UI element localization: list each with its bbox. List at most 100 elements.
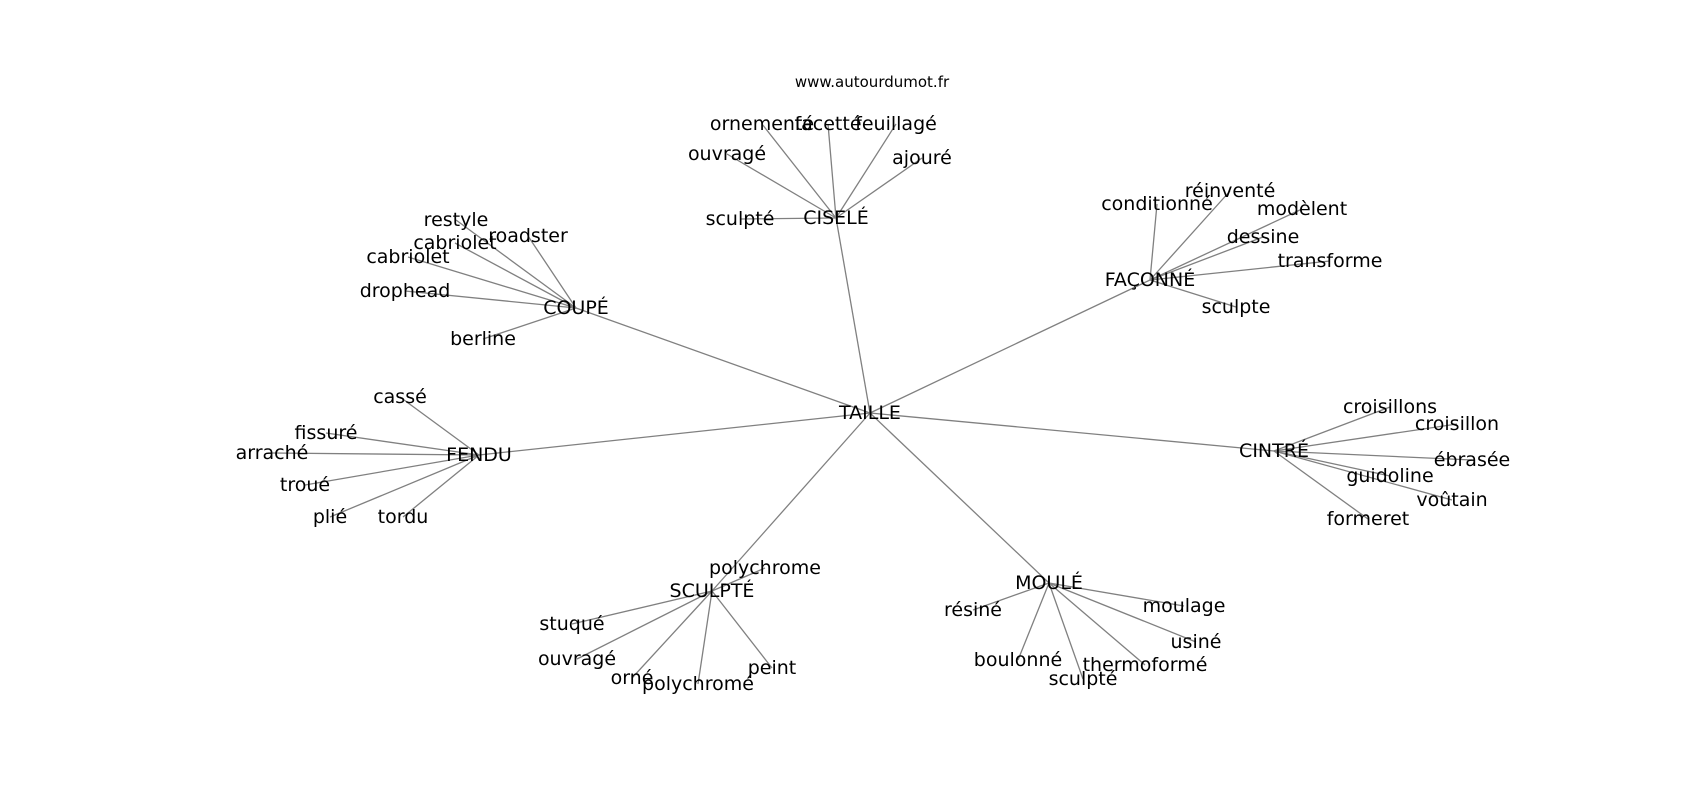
leaf-node[interactable]: croisillons xyxy=(1343,396,1437,418)
edge-cluster-to-leaf xyxy=(1273,450,1369,520)
leaf-node[interactable]: peint xyxy=(748,657,797,679)
edge-cluster-to-leaf xyxy=(1149,260,1331,281)
edge-cluster-to-leaf xyxy=(1048,582,1197,643)
edge-cluster-to-leaf xyxy=(399,396,480,456)
leaf-node[interactable]: plié xyxy=(313,506,347,528)
edge-cluster-to-leaf xyxy=(271,452,480,456)
cluster-node[interactable]: MOULÉ xyxy=(1015,571,1083,594)
edge-cluster-to-leaf xyxy=(1017,582,1050,661)
edge-cluster-to-leaf xyxy=(739,217,837,220)
leaf-node[interactable]: conditionné xyxy=(1101,193,1213,215)
edge-cluster-to-leaf xyxy=(404,290,577,309)
edge-cluster-to-leaf xyxy=(835,123,897,219)
edge-center-to-cluster xyxy=(869,279,1151,414)
leaf-node[interactable]: boulonné xyxy=(974,649,1062,671)
edge-center-to-cluster xyxy=(869,412,1050,584)
edge-center-to-cluster xyxy=(478,412,871,456)
edge-cluster-to-leaf xyxy=(1149,236,1264,281)
leaf-node[interactable]: sculpte xyxy=(1202,296,1271,318)
edge-cluster-to-leaf xyxy=(711,590,773,669)
leaf-node[interactable]: formeret xyxy=(1327,508,1410,530)
edge-cluster-to-leaf xyxy=(1149,208,1303,281)
leaf-node[interactable]: cabriolet xyxy=(413,232,496,254)
leaf-node[interactable]: résiné xyxy=(944,599,1002,621)
leaf-node[interactable]: moulage xyxy=(1143,595,1226,617)
leaf-node[interactable]: roadster xyxy=(488,225,568,247)
leaf-node[interactable]: tordu xyxy=(378,506,429,528)
leaf-node[interactable]: orné xyxy=(611,667,654,689)
edge-cluster-to-leaf xyxy=(631,590,713,679)
edge-cluster-to-leaf xyxy=(1273,450,1391,477)
graph-edges xyxy=(271,123,1473,685)
edge-cluster-to-leaf xyxy=(325,432,480,456)
cluster-node[interactable]: FAÇONNÉ xyxy=(1105,268,1196,291)
leaf-node[interactable]: thermoformé xyxy=(1083,654,1208,676)
leaf-node[interactable]: guidoline xyxy=(1346,465,1433,487)
leaf-node[interactable]: berline xyxy=(450,328,516,350)
leaf-node[interactable]: feuillagé xyxy=(855,113,937,135)
leaf-node[interactable]: restyle xyxy=(424,209,489,231)
site-watermark: www.autourdumot.fr xyxy=(795,73,950,91)
edge-cluster-to-leaf xyxy=(1048,582,1185,607)
leaf-node[interactable]: facetté xyxy=(794,113,861,135)
leaf-node[interactable]: croisillon xyxy=(1415,413,1499,435)
leaf-node[interactable]: ébrasée xyxy=(1434,449,1510,471)
edge-cluster-to-leaf xyxy=(576,590,713,660)
leaf-node[interactable]: cabriolet xyxy=(366,246,449,268)
leaf-node[interactable]: sculpté xyxy=(706,208,775,230)
leaf-node[interactable]: fissuré xyxy=(295,422,358,444)
edge-cluster-to-leaf xyxy=(827,123,837,219)
edge-cluster-to-leaf xyxy=(571,590,713,625)
leaf-node[interactable]: transforme xyxy=(1278,250,1383,272)
edge-cluster-to-leaf xyxy=(1273,450,1473,461)
edge-cluster-to-leaf xyxy=(726,153,837,219)
cluster-node[interactable]: CISELÉ xyxy=(803,206,869,229)
edge-cluster-to-leaf xyxy=(1273,423,1458,452)
leaf-node[interactable]: réinventé xyxy=(1185,180,1276,202)
edge-cluster-to-leaf xyxy=(972,582,1050,611)
edge-center-to-cluster xyxy=(575,307,871,414)
leaf-node[interactable]: sculpté xyxy=(1049,668,1118,690)
edge-cluster-to-leaf xyxy=(835,157,923,219)
edge-cluster-to-leaf xyxy=(304,454,480,486)
leaf-node[interactable]: ouvragé xyxy=(688,143,766,165)
leaf-node[interactable]: arraché xyxy=(236,442,309,464)
leaf-node[interactable]: usiné xyxy=(1171,631,1222,653)
edge-cluster-to-leaf xyxy=(1048,582,1084,680)
edge-cluster-to-leaf xyxy=(454,242,577,309)
edge-center-to-cluster xyxy=(869,412,1275,452)
center-node[interactable]: TAILLE xyxy=(838,402,901,424)
edge-cluster-to-leaf xyxy=(527,235,577,309)
edge-cluster-to-leaf xyxy=(697,590,713,685)
edge-cluster-to-leaf xyxy=(1149,203,1158,281)
leaf-node[interactable]: stuqué xyxy=(539,613,604,635)
leaf-node[interactable]: troué xyxy=(280,474,330,496)
edge-cluster-to-leaf xyxy=(711,567,766,592)
edge-cluster-to-leaf xyxy=(329,454,480,518)
leaf-node[interactable]: polychromé xyxy=(642,673,754,695)
edge-cluster-to-leaf xyxy=(402,454,480,518)
cluster-node[interactable]: COUPÉ xyxy=(543,296,609,319)
leaf-node[interactable]: drophead xyxy=(360,280,451,302)
leaf-node[interactable]: ouvragé xyxy=(538,648,616,670)
edge-cluster-to-leaf xyxy=(1273,450,1453,501)
cluster-node[interactable]: SCULPTÉ xyxy=(670,579,755,602)
edge-cluster-to-leaf xyxy=(761,123,837,219)
leaf-node[interactable]: ornementé xyxy=(710,113,814,135)
leaf-node[interactable]: voûtain xyxy=(1416,489,1487,511)
leaf-node[interactable]: modèlent xyxy=(1257,198,1347,220)
edge-cluster-to-leaf xyxy=(1149,190,1231,281)
leaf-node[interactable]: polychrome xyxy=(709,557,821,579)
edge-cluster-to-leaf xyxy=(1048,582,1146,666)
edge-center-to-cluster xyxy=(835,217,871,414)
cluster-node[interactable]: CINTRÉ xyxy=(1239,439,1309,462)
leaf-node[interactable]: ajouré xyxy=(892,147,952,169)
edge-cluster-to-leaf xyxy=(407,256,577,309)
cluster-node[interactable]: FENDU xyxy=(446,444,512,466)
leaf-node[interactable]: cassé xyxy=(373,386,427,408)
leaf-node[interactable]: dessine xyxy=(1227,226,1300,248)
edge-cluster-to-leaf xyxy=(482,307,577,340)
edge-cluster-to-leaf xyxy=(455,219,577,309)
